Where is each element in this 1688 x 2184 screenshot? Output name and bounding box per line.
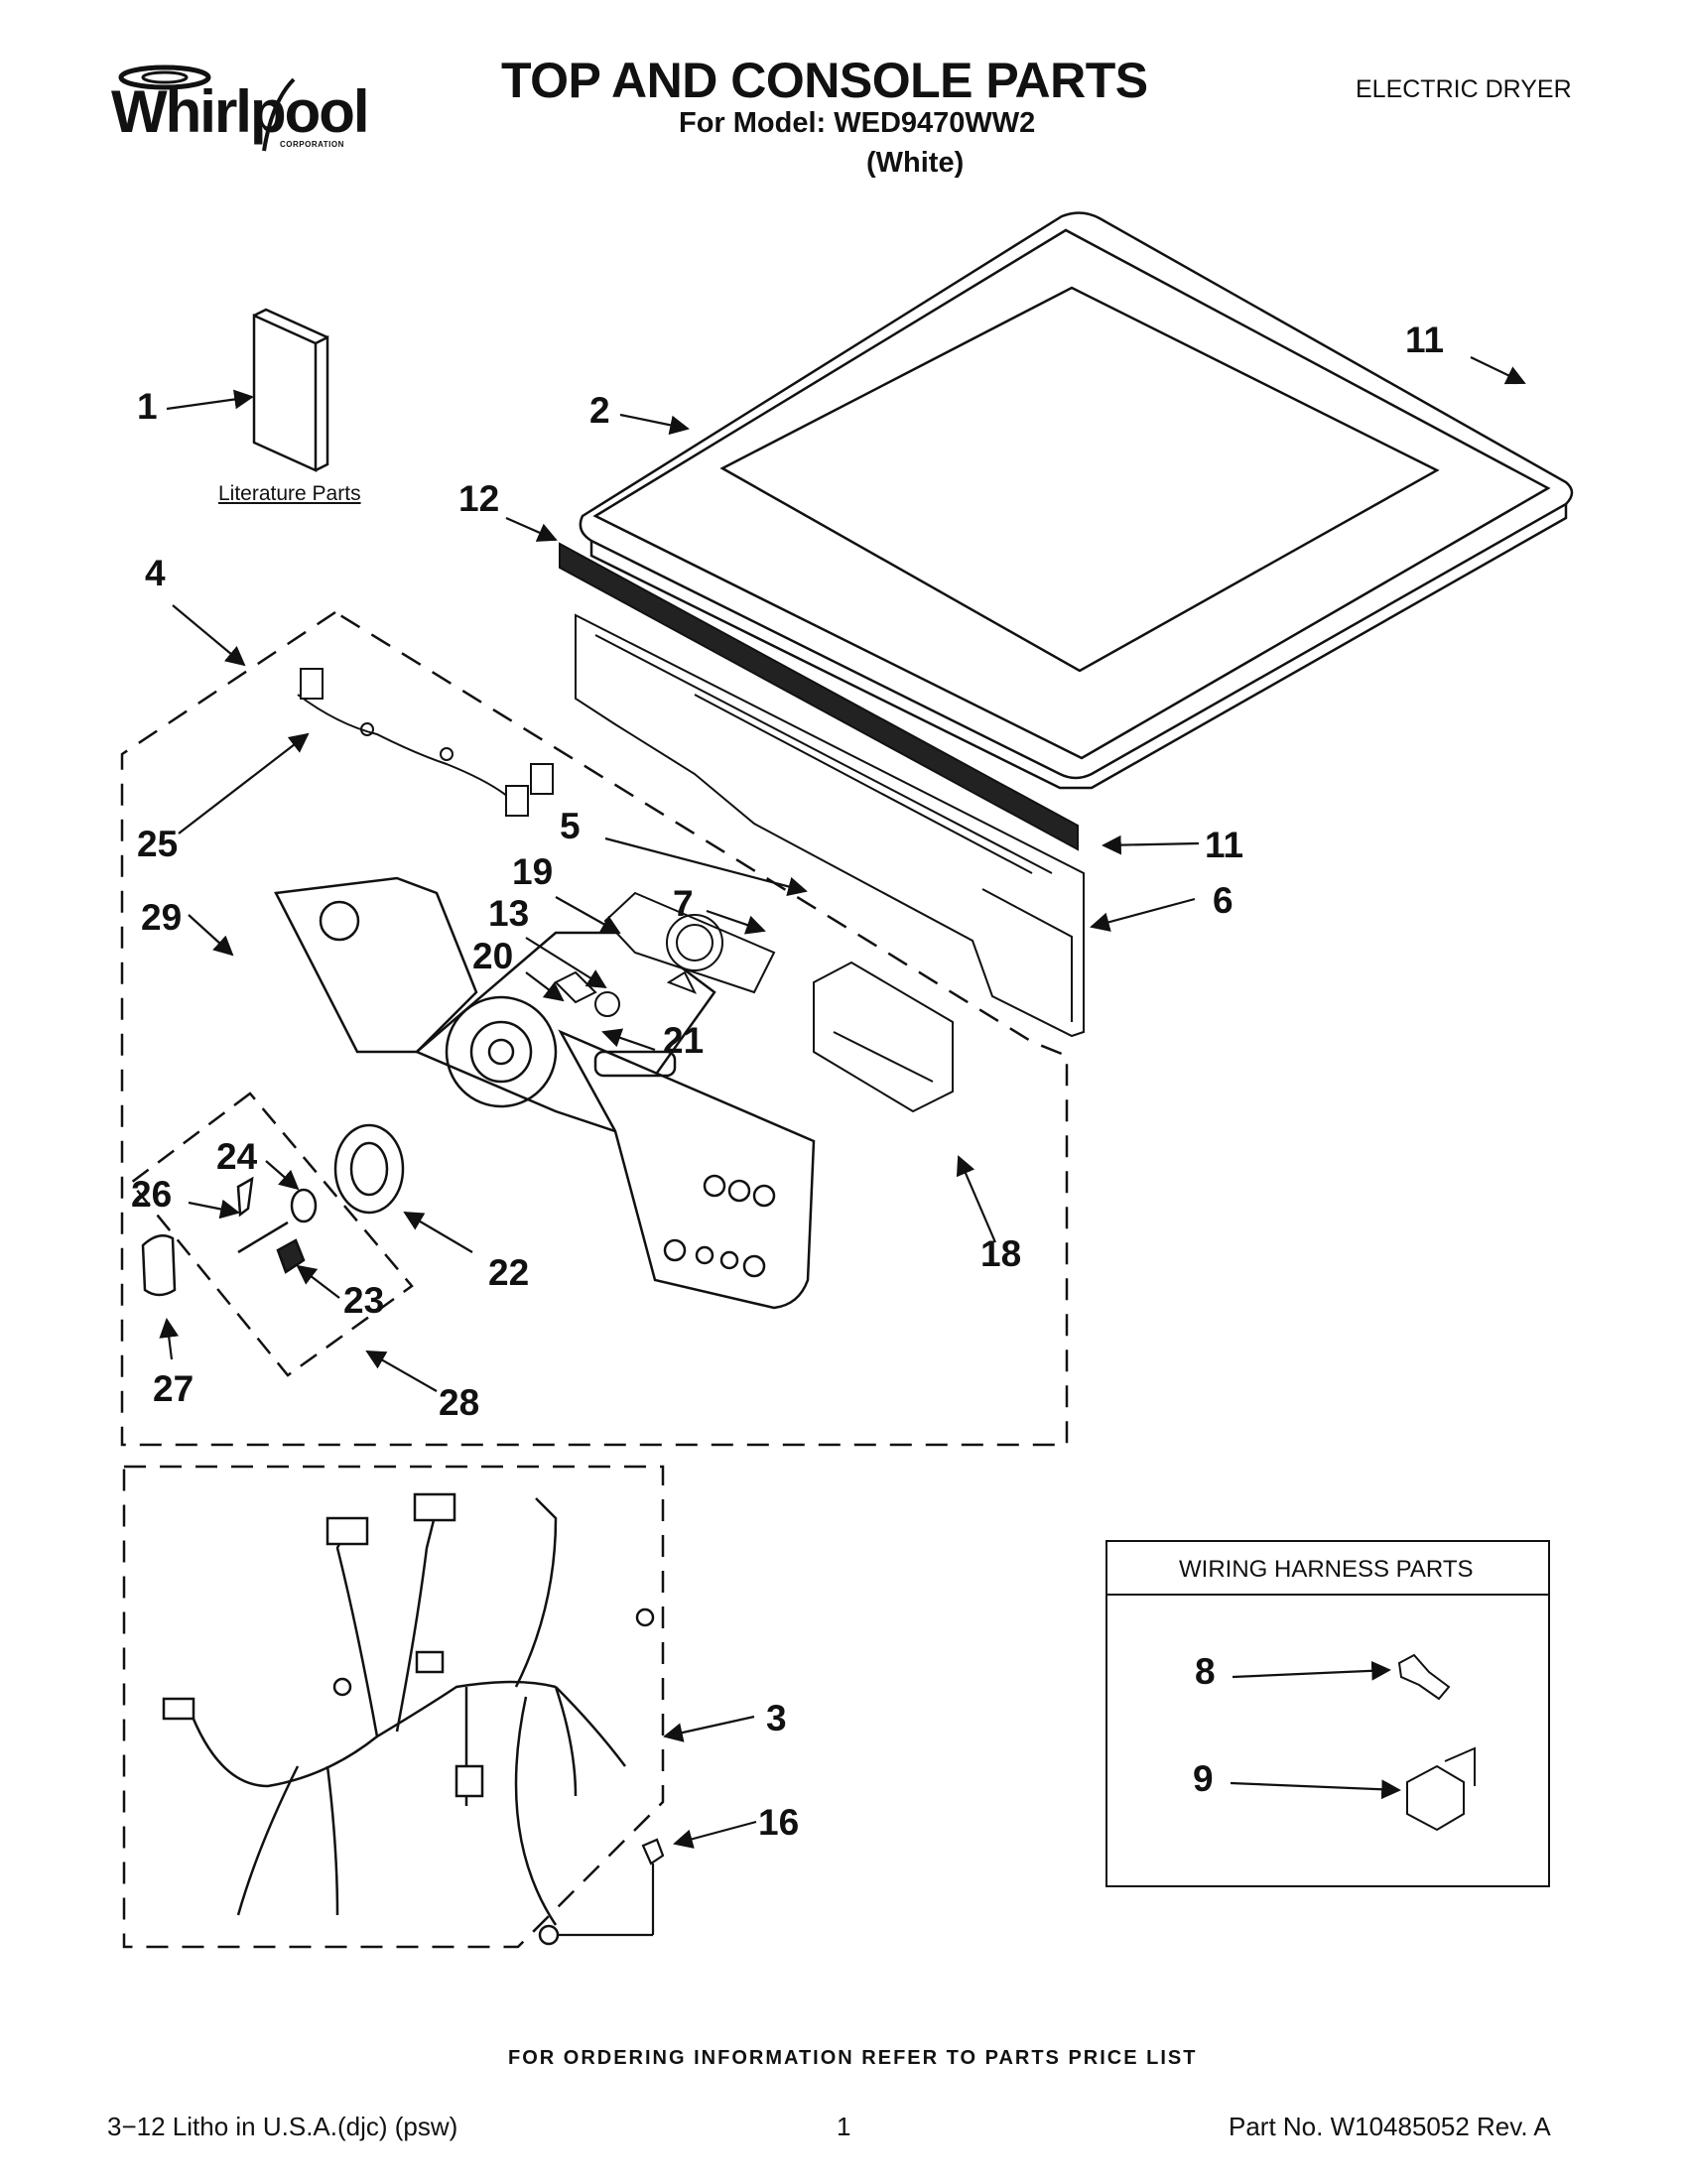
color-line: (White) bbox=[866, 147, 965, 179]
model-line: For Model: WED9470WW2 bbox=[679, 107, 1036, 139]
callout-28: 28 bbox=[439, 1382, 480, 1423]
callout-23: 23 bbox=[343, 1280, 385, 1321]
ordering-info-note: FOR ORDERING INFORMATION REFER TO PARTS … bbox=[508, 2047, 1198, 2069]
callout-11-top: 11 bbox=[1405, 320, 1445, 360]
knob-assembly bbox=[129, 1092, 414, 1377]
literature-parts-booklet bbox=[252, 308, 329, 472]
callout-5: 5 bbox=[560, 806, 581, 846]
callout-6: 6 bbox=[1213, 880, 1234, 921]
page-title: TOP AND CONSOLE PARTS bbox=[501, 53, 1148, 108]
callout-26: 26 bbox=[131, 1174, 173, 1215]
callout-13: 13 bbox=[488, 893, 530, 934]
callout-11-right: 11 bbox=[1205, 825, 1244, 865]
main-wire-harness bbox=[122, 1465, 665, 1949]
literature-parts-label: Literature Parts bbox=[218, 482, 361, 505]
console-assembly-outline bbox=[120, 610, 1069, 1447]
callout-2: 2 bbox=[589, 390, 610, 431]
callout-27: 27 bbox=[153, 1368, 195, 1409]
console-panel bbox=[274, 876, 816, 1310]
callout-29: 29 bbox=[141, 897, 183, 938]
callout-16: 16 bbox=[758, 1802, 800, 1843]
wiring-harness-box-title: WIRING HARNESS PARTS bbox=[1179, 1556, 1474, 1583]
callout-20: 20 bbox=[472, 936, 514, 976]
callout-25: 25 bbox=[137, 824, 179, 864]
callout-18: 18 bbox=[980, 1233, 1022, 1274]
page-number: 1 bbox=[837, 2112, 851, 2141]
callout-3: 3 bbox=[766, 1698, 787, 1738]
brand-logo: Whirlpool CORPORATION bbox=[105, 62, 373, 156]
callout-4: 4 bbox=[145, 553, 166, 593]
brand-subtext: CORPORATION bbox=[280, 140, 344, 149]
callout-24: 24 bbox=[216, 1136, 258, 1177]
callout-8: 8 bbox=[1195, 1651, 1216, 1692]
callout-21: 21 bbox=[663, 1020, 705, 1061]
callout-22: 22 bbox=[488, 1252, 530, 1293]
top-panel bbox=[579, 211, 1574, 790]
callout-7: 7 bbox=[673, 883, 694, 924]
callout-12: 12 bbox=[458, 478, 500, 519]
leader-arrows bbox=[159, 356, 1526, 1849]
wiring-parts-box bbox=[1105, 1540, 1550, 1887]
product-type: ELECTRIC DRYER bbox=[1356, 75, 1572, 103]
callout-1: 1 bbox=[137, 386, 158, 427]
callout-9: 9 bbox=[1193, 1758, 1214, 1799]
ui-board-and-switches bbox=[554, 891, 954, 1113]
front-rail-and-bracket bbox=[559, 542, 1085, 1038]
harness-ground-screw bbox=[558, 1838, 665, 1937]
logo-swirl-icon bbox=[118, 64, 296, 152]
callout-19: 19 bbox=[512, 851, 554, 892]
brand-name: Whirlpool bbox=[111, 78, 370, 145]
litho-info: 3−12 Litho in U.S.A.(djc) (psw) bbox=[107, 2112, 458, 2141]
wire-harness-console bbox=[297, 668, 554, 817]
part-number: Part No. W10485052 Rev. A bbox=[1229, 2112, 1551, 2141]
